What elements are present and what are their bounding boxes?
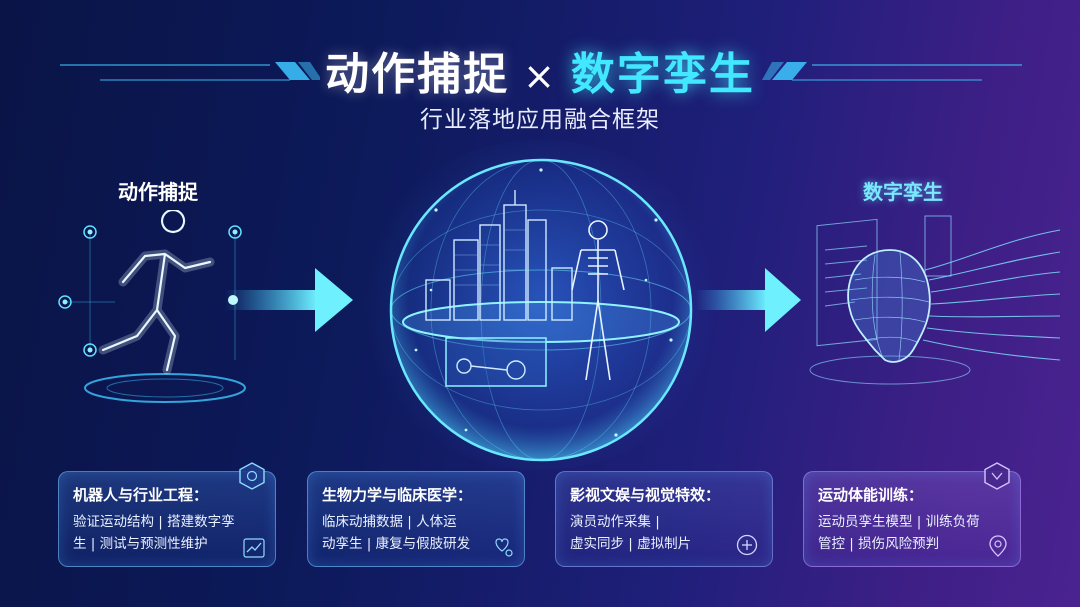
card-body: 演员动作采集 | 虚实同步 | 虚拟制片	[570, 511, 758, 555]
card-body: 验证运动结构 | 搭建数字孪 生 | 测试与预测性维护	[73, 511, 261, 555]
digital-globe-icon	[389, 158, 693, 462]
card-biomechanics-medicine: 生物力学与临床医学： 临床动捕数据 | 人体运 动孪生 | 康复与假肢研发	[307, 471, 525, 567]
medical-icon	[495, 538, 513, 557]
flow-arrow-right	[695, 268, 801, 332]
card-title: 机器人与行业工程：	[73, 486, 209, 504]
card-line: 虚实同步 | 虚拟制片	[570, 536, 692, 552]
card-line: 演员动作采集 |	[570, 514, 660, 530]
title-motion-capture: 动作捕捉	[325, 49, 510, 100]
header-deco-right	[762, 62, 1022, 81]
header-deco-left	[60, 62, 320, 81]
card-line: 临床动捕数据 | 人体运	[322, 514, 457, 530]
location-icon	[989, 535, 1007, 557]
page-title: 动作捕捉 × 数字孪生	[0, 38, 1080, 102]
card-title: 生物力学与临床医学：	[322, 486, 473, 504]
left-label: 动作捕捉	[118, 180, 198, 204]
card-line: 动孪生 | 康复与假肢研发	[322, 536, 471, 552]
card-robotics-engineering: 机器人与行业工程： 验证运动结构 | 搭建数字孪 生 | 测试与预测性维护	[58, 462, 276, 567]
card-body: 运动员孪生模型 | 训练负荷 管控 | 损伤风险预判	[818, 511, 1006, 555]
flow-arrow-left	[225, 268, 353, 332]
digital-head-icon	[809, 215, 1061, 385]
title-times: ×	[523, 54, 557, 98]
card-title: 影视文娱与视觉特效：	[570, 486, 721, 504]
right-label: 数字孪生	[863, 180, 943, 204]
card-line: 运动员孪生模型 | 训练负荷	[818, 514, 980, 530]
title-digital-twin: 数字孪生	[570, 49, 755, 100]
card-title: 运动体能训练：	[818, 486, 924, 504]
plus-circle-icon	[736, 534, 758, 556]
chart-icon	[243, 538, 265, 558]
card-line: 验证运动结构 | 搭建数字孪	[73, 514, 235, 530]
card-sports-training: 运动体能训练： 运动员孪生模型 | 训练负荷 管控 | 损伤风险预判	[803, 462, 1021, 567]
card-film-vfx: 影视文娱与视觉特效： 演员动作采集 | 虚实同步 | 虚拟制片	[555, 471, 773, 567]
page-subtitle: 行业落地应用融合框架	[420, 107, 660, 133]
hexagon-badge-icon	[239, 462, 265, 490]
card-line: 管控 | 损伤风险预判	[818, 536, 940, 552]
card-line: 生 | 测试与预测性维护	[73, 536, 208, 552]
card-body: 临床动捕数据 | 人体运 动孪生 | 康复与假肢研发	[322, 511, 510, 555]
hexagon-badge-icon	[984, 462, 1010, 490]
